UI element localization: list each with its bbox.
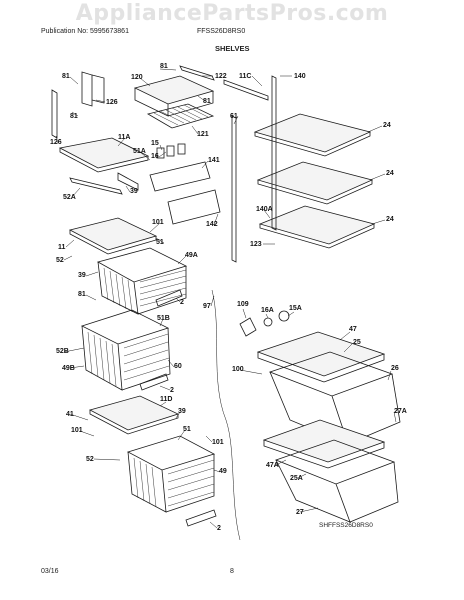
leader-lines [55, 68, 397, 529]
callout: 15 [151, 140, 159, 147]
shelf-24-middle [256, 161, 374, 205]
callout: 25 [353, 339, 361, 346]
callout: 15A [289, 305, 302, 312]
callout: 81 [160, 63, 168, 70]
callout: 27A [394, 408, 407, 415]
callout: 81 [70, 113, 78, 120]
model-number: FFSS26D8RS0 [197, 28, 246, 35]
callout: 109 [237, 301, 249, 308]
section-title: SHELVES [215, 44, 250, 53]
callout: 11 [58, 244, 66, 251]
shelf-24-top [253, 113, 372, 157]
shelf-11 [68, 217, 158, 255]
callout: 24 [386, 170, 394, 177]
callout: 47A [266, 462, 279, 469]
callout: 11D [160, 396, 172, 403]
callout: 121 [197, 131, 209, 138]
callout: 140 [294, 73, 306, 80]
callout: 126 [106, 99, 118, 106]
callout: 140A [256, 206, 273, 213]
upper-grid-121 [146, 103, 215, 129]
sheet-code: SHFFSS26D8RS0 [319, 522, 373, 529]
drawer-front-141 [149, 161, 221, 225]
callout: 2 [180, 299, 184, 306]
callout: 25A [290, 475, 303, 482]
callout: 100 [232, 366, 244, 373]
callout: 81 [203, 98, 211, 105]
callout: 39 [178, 408, 186, 415]
crisper-drawer-27 [274, 439, 399, 523]
callout: 51A [133, 148, 146, 155]
footer-date: 03/16 [41, 568, 59, 575]
callout: 51 [156, 239, 164, 246]
crisper-cover-47 [256, 331, 386, 383]
callout: 51 [183, 426, 191, 433]
rail-140 [223, 75, 277, 263]
tube-97 [211, 289, 241, 541]
callout: 49A [185, 252, 198, 259]
shelf-rail-52a [69, 172, 139, 195]
callout: 101 [152, 219, 164, 226]
callout: 47 [349, 326, 357, 333]
callouts: 81 120 122 11C 140 81 126 81 81 121 126 … [50, 63, 407, 532]
callout: 27 [296, 509, 304, 516]
trim-2-upper [155, 289, 183, 307]
callout: 101 [71, 427, 83, 434]
callout: 81 [78, 291, 86, 298]
trim-2-lower [185, 509, 217, 527]
basket-49a [96, 247, 188, 315]
callout: 49 [219, 468, 227, 475]
fasteners-15-16 [156, 143, 186, 159]
callout: 2 [217, 525, 221, 532]
shelf-24-bottom [258, 205, 376, 249]
callout: 101 [212, 439, 224, 446]
callout: 26 [391, 365, 399, 372]
callout: 52 [86, 456, 94, 463]
upper-bin-120 [133, 75, 215, 117]
callout: 120 [131, 74, 143, 81]
callout: 52 [56, 257, 64, 264]
publication-number: Publication No: 5995673861 [41, 28, 129, 35]
callout: 142 [206, 221, 218, 228]
callout: 24 [386, 216, 394, 223]
callout: 2 [170, 387, 174, 394]
callout: 122 [215, 73, 227, 80]
trim-2-middle [139, 373, 169, 391]
callout: 11A [118, 134, 130, 141]
callout: 24 [383, 122, 391, 129]
shelf-11d [88, 395, 180, 435]
callout: 81 [62, 73, 70, 80]
callout: 16 [151, 153, 159, 160]
callout: 141 [208, 157, 220, 164]
callout: 97 [203, 303, 211, 310]
callout: 60 [174, 363, 182, 370]
callout: 11C [239, 73, 251, 80]
door-bracket-left [51, 71, 105, 139]
callout: 39 [130, 188, 138, 195]
callout: 52B [56, 348, 69, 355]
callout: 51B [157, 315, 170, 322]
callout: 16A [261, 307, 274, 314]
knob-109-16a-15a [239, 310, 290, 337]
callout: 41 [66, 411, 74, 418]
callout: 126 [50, 139, 62, 146]
callout: 39 [78, 272, 86, 279]
callout: 52A [63, 194, 76, 201]
crisper-cover-47a [262, 419, 386, 469]
watermark: AppliancePartsPros.com [75, 1, 389, 26]
basket-49 [126, 435, 216, 513]
callout: 49B [62, 365, 75, 372]
rail-122 [179, 65, 215, 81]
callout: 123 [250, 241, 262, 248]
callout: 61 [230, 113, 238, 120]
basket-49b [80, 309, 171, 391]
top-shelf-11a [58, 137, 150, 173]
page-number: 8 [230, 568, 234, 575]
